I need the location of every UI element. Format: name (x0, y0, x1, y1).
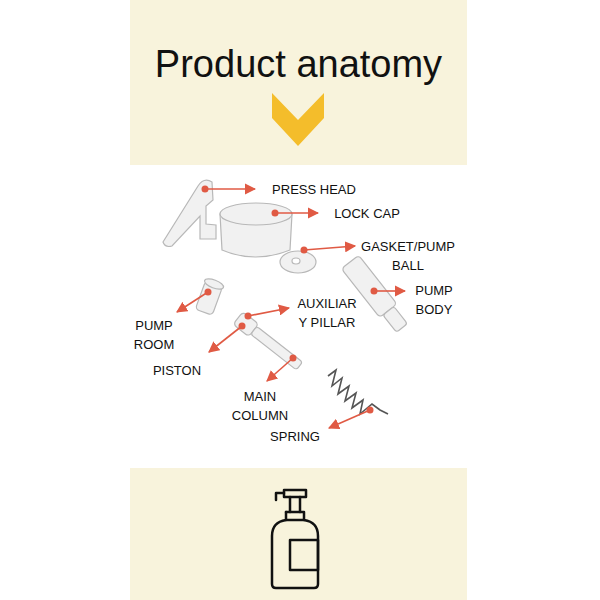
part-label: GASKET/PUMP BALL (358, 237, 458, 275)
title: Product anatomy (130, 42, 467, 86)
leader-lines (177, 189, 405, 428)
part-label: SPRING (264, 427, 326, 446)
pump-room (194, 277, 224, 316)
leader-line (205, 188, 255, 190)
bottle-icon (272, 490, 318, 588)
press-head (163, 180, 216, 246)
leader-line (209, 326, 242, 352)
lock-cap-top (220, 203, 292, 225)
leader-line (177, 292, 208, 312)
gasket-hole (292, 258, 300, 264)
part-label: AUXILIAR Y PILLAR (292, 294, 362, 332)
part-label: PISTON (146, 361, 208, 380)
part-label: LOCK CAP (322, 204, 412, 223)
leader-line (275, 212, 318, 214)
part-label: PUMP ROOM (128, 316, 180, 354)
gasket (280, 251, 316, 273)
spring (328, 370, 388, 414)
part-label: PUMP BODY (408, 281, 460, 319)
bottom-band (130, 468, 467, 600)
top-band (130, 0, 467, 165)
chevron (272, 93, 324, 146)
leader-line (374, 290, 405, 292)
leader-line (267, 358, 293, 381)
part-label: PRESS HEAD (259, 180, 369, 199)
leader-line (304, 246, 355, 250)
part-label: MAIN COLUMN (222, 387, 298, 425)
leader-line (329, 410, 370, 428)
main-column (233, 312, 304, 373)
leader-line (248, 308, 289, 316)
